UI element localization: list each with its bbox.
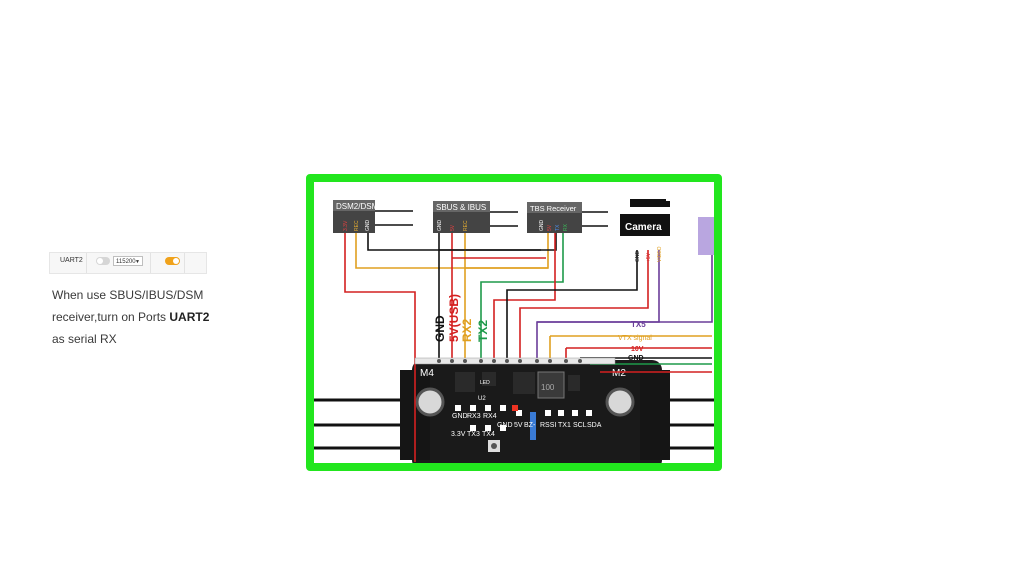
pad-center-3: BZ- bbox=[524, 422, 536, 429]
chip-4 bbox=[568, 375, 580, 391]
pad-bottom-1: 3.3V bbox=[451, 431, 466, 438]
baud-select[interactable]: 115200 ▼ bbox=[113, 256, 143, 266]
mount-hole-left bbox=[415, 387, 445, 417]
board-right-tab bbox=[640, 370, 670, 460]
tbs-title: TBS Receiver bbox=[530, 204, 577, 213]
camera-title: Camera bbox=[625, 222, 662, 233]
sbus-pin-1: GND bbox=[437, 220, 443, 232]
dsm-title: DSM2/DSMX bbox=[336, 202, 384, 211]
led-strip bbox=[530, 412, 536, 440]
mount-hole-right bbox=[605, 387, 635, 417]
sbus-pin-2: 5V bbox=[450, 224, 456, 231]
note-line-2: receiver,turn on Ports UART2 bbox=[52, 310, 210, 324]
m2-label: M2 bbox=[612, 368, 626, 379]
pad-center-5: TX1 bbox=[558, 422, 571, 429]
led-label: LED bbox=[480, 380, 490, 386]
chip-3 bbox=[513, 372, 535, 394]
solder-pads bbox=[455, 405, 592, 431]
tx5-label: TX5 bbox=[631, 320, 646, 329]
camera-pin-1: GND bbox=[635, 251, 641, 263]
tbs-receiver: TBS Receiver GND 5V TX RX bbox=[527, 202, 608, 233]
pad-center-7: SDA bbox=[587, 422, 602, 429]
inductor bbox=[537, 371, 565, 399]
dsm-pin-3: GND bbox=[365, 220, 371, 232]
instruction-note: When use SBUS/IBUS/DSM receiver,turn on … bbox=[52, 284, 242, 350]
vtx-module bbox=[698, 217, 714, 255]
tbs-pin-4: RX bbox=[563, 223, 569, 231]
sbus-pin-3: REC bbox=[463, 220, 469, 231]
tbs-pin-3: TX bbox=[555, 224, 561, 231]
dsm-pin-2: REC bbox=[354, 220, 360, 231]
rx2-wire-label: RX2 bbox=[460, 318, 474, 342]
camera-pin-2: +5V bbox=[646, 252, 652, 262]
msp-toggle[interactable] bbox=[96, 257, 110, 265]
chip-2 bbox=[482, 372, 496, 386]
pad-red bbox=[512, 405, 518, 411]
pad-center-6: SCL bbox=[573, 422, 587, 429]
gnd-wire-label: GND bbox=[433, 315, 447, 342]
pad-bottom-3: TX4 bbox=[482, 431, 495, 438]
note-line-1: When use SBUS/IBUS/DSM bbox=[52, 288, 204, 302]
pad-center-4: RSSI bbox=[540, 422, 556, 429]
wiring-diagram: 100 M4 M2 LED U2 GND RX3 RX4 3.3V TX3 TX… bbox=[306, 174, 722, 471]
pad-center-1: GND bbox=[497, 422, 513, 429]
serial-rx-toggle[interactable] bbox=[165, 257, 180, 265]
note-line-3: as serial RX bbox=[52, 332, 117, 346]
uart-label: UART2 bbox=[60, 257, 83, 264]
10v-label: 10V bbox=[631, 346, 644, 353]
dsm-pin-1: 3.3V bbox=[343, 220, 349, 231]
boot-button-dot bbox=[491, 443, 497, 449]
baud-value: 115200 bbox=[116, 259, 136, 265]
dsm-receiver: DSM2/DSMX 3.3V REC GND bbox=[333, 200, 413, 233]
tbs-pin-2: 5V bbox=[547, 224, 553, 231]
tx2-wire-label: TX2 bbox=[476, 320, 490, 342]
uart-cell: UART2 bbox=[50, 253, 87, 273]
pad-center-2: 5V bbox=[514, 422, 523, 429]
pad-top-2: RX3 bbox=[467, 413, 481, 420]
sbus-title: SBUS & IBUS bbox=[436, 203, 486, 212]
pad-top-3: RX4 bbox=[483, 413, 497, 420]
u2-label: U2 bbox=[478, 396, 486, 402]
gnd-right-label: GND bbox=[628, 355, 644, 362]
chip-1 bbox=[455, 372, 475, 392]
connector-header bbox=[414, 357, 616, 365]
camera: Camera GND +5V VIDEO bbox=[620, 199, 670, 262]
5v-wire-label: 5V(USB) bbox=[447, 294, 461, 342]
config-cell bbox=[86, 253, 151, 273]
serial-rx-cell bbox=[150, 253, 185, 273]
inductor-label: 100 bbox=[541, 383, 555, 392]
vtx-signal-label: VTX signal bbox=[618, 335, 652, 342]
note-uart: UART2 bbox=[169, 310, 210, 324]
pad-top-1: GND bbox=[452, 413, 468, 420]
chevron-down-icon: ▼ bbox=[135, 259, 140, 265]
tbs-pin-1: GND bbox=[539, 220, 545, 232]
camera-pin-3: VIDEO bbox=[657, 246, 663, 262]
m4-label: M4 bbox=[420, 368, 434, 379]
pad-bottom-2: TX3 bbox=[467, 431, 480, 438]
sbus-receiver: SBUS & IBUS GND 5V REC bbox=[433, 201, 518, 233]
